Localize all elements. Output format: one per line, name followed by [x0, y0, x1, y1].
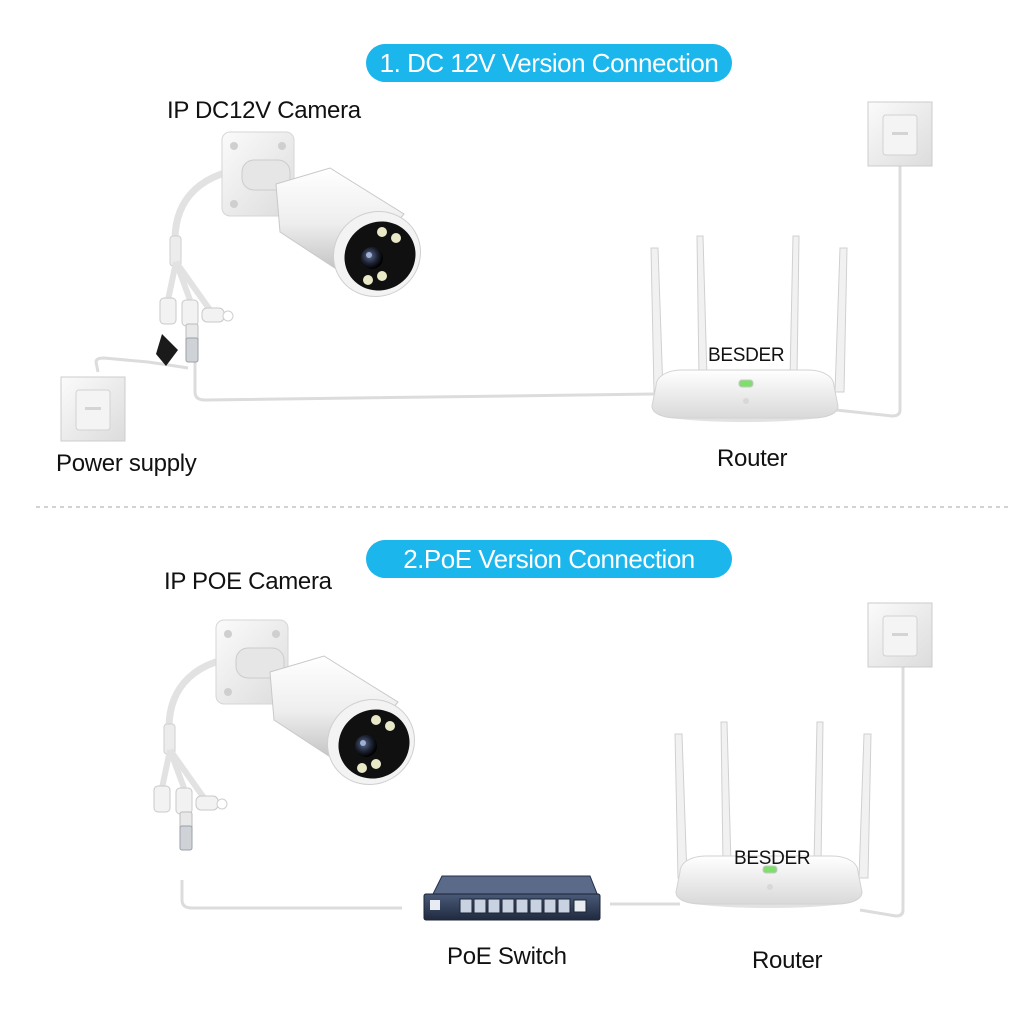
router-bottom-brand: BESDER	[734, 848, 811, 869]
power-socket-right-top	[867, 101, 933, 167]
camera-to-router-cable	[193, 355, 657, 402]
camera-dc12v-label: IP DC12V Camera	[167, 97, 361, 124]
camera-to-switch-cable	[180, 880, 402, 910]
router-bottom	[674, 721, 872, 909]
dc-adapter-plug	[156, 334, 178, 366]
camera-dc12v	[160, 132, 436, 362]
router-top-brand: BESDER	[708, 345, 785, 366]
router-top	[650, 235, 848, 423]
power-cable	[94, 356, 189, 373]
section2-banner: 2.PoE Version Connection	[366, 540, 732, 578]
section2-graphics	[154, 602, 933, 921]
router2-power-cable	[859, 665, 905, 918]
power-supply-label: Power supply	[56, 450, 197, 477]
power-socket-left	[60, 376, 126, 442]
camera-poe-label: IP POE Camera	[164, 568, 332, 595]
poe-switch	[423, 875, 601, 921]
router-top-label: Router	[717, 445, 788, 472]
camera-poe	[154, 620, 430, 850]
section1-banner: 1. DC 12V Version Connection	[366, 44, 732, 82]
poe-switch-label: PoE Switch	[447, 943, 567, 970]
section1-graphics	[60, 101, 933, 442]
power-socket-right-bottom	[867, 602, 933, 668]
router-bottom-label: Router	[752, 947, 823, 974]
router-power-cable	[835, 166, 902, 418]
